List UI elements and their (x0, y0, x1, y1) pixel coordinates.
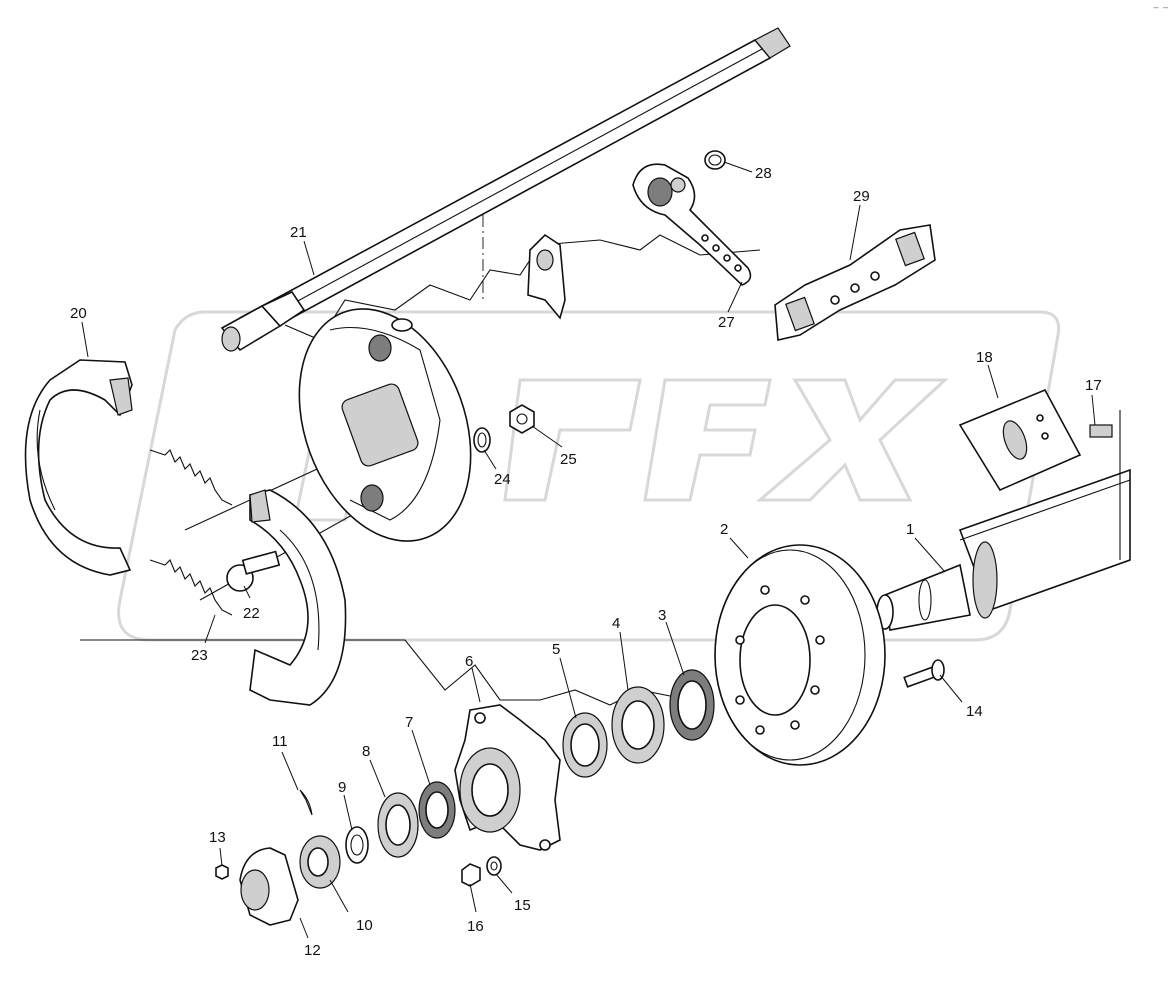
part-8-bearing (377, 792, 419, 858)
part-12-hub-cap (239, 847, 299, 926)
callout-15: 15 (514, 897, 531, 914)
callout-12: 12 (304, 942, 321, 959)
callout-8: 8 (362, 743, 370, 760)
part-29-bracket (774, 224, 936, 341)
part-9-washer (345, 826, 369, 864)
part-2-brake-drum (714, 544, 886, 766)
cam-bracket (527, 233, 566, 320)
callout-22: 22 (243, 605, 260, 622)
callout-18: 18 (976, 349, 993, 366)
part-3-seal (669, 669, 715, 741)
callout-29: 29 (853, 188, 870, 205)
part-27-slack-adjuster (632, 163, 752, 286)
part-24-washer (473, 427, 491, 453)
lower-brake-shoe (249, 489, 347, 706)
callout-23: 23 (191, 647, 208, 664)
part-6-hub (454, 704, 561, 851)
brake-backing-plate (298, 308, 472, 542)
part-20-brake-shoe (24, 359, 133, 576)
callout-6: 6 (465, 653, 473, 670)
part-22-anchor-pin (226, 550, 281, 592)
callout-27: 27 (718, 314, 735, 331)
callout-25: 25 (560, 451, 577, 468)
callout-5: 5 (552, 641, 560, 658)
callout-1: 1 (906, 521, 914, 538)
part-15-washer (486, 856, 502, 876)
callout-24: 24 (494, 471, 511, 488)
callout-14: 14 (966, 703, 983, 720)
callout-16: 16 (467, 918, 484, 935)
part-16-nut (461, 863, 481, 887)
leader-lines (81, 161, 1096, 939)
part-4-bearing (611, 686, 665, 764)
callout-21: 21 (290, 224, 307, 241)
callout-3: 3 (658, 607, 666, 624)
callout-labels: 1 2 3 4 5 6 7 8 9 10 11 12 13 14 15 16 1… (70, 165, 1102, 959)
part-21-shaft (220, 27, 791, 352)
part-14-wheel-stud (903, 659, 945, 688)
part-1-spindle (876, 541, 998, 631)
part-10-castle-nut (299, 835, 341, 889)
callout-4: 4 (612, 615, 620, 632)
part-25-nut (509, 404, 535, 434)
callout-11: 11 (272, 733, 288, 750)
corner-mark: – – (1153, 2, 1169, 12)
callout-28: 28 (755, 165, 772, 182)
callout-13: 13 (209, 829, 226, 846)
callout-20: 20 (70, 305, 87, 322)
callout-7: 7 (405, 714, 413, 731)
part-5-ring (562, 712, 608, 778)
part-13-nipple (215, 864, 229, 880)
part-23-springs (149, 449, 233, 616)
part-17-key (1089, 424, 1113, 438)
part-7-ring (418, 781, 456, 839)
callout-17: 17 (1085, 377, 1102, 394)
part-18-bracket (958, 388, 1082, 492)
callout-2: 2 (720, 521, 728, 538)
axle-beam (958, 410, 1131, 612)
part-11-cotter-pin (299, 789, 313, 816)
part-28-circlip (704, 150, 726, 170)
callout-10: 10 (356, 917, 373, 934)
callout-9: 9 (338, 779, 346, 796)
